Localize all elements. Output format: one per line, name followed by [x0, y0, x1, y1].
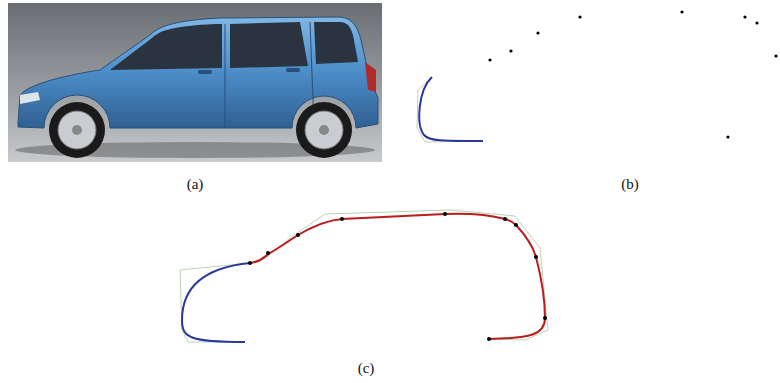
- control-polygon: [180, 263, 250, 342]
- knot-points: [248, 212, 547, 341]
- blue-curve: [182, 263, 250, 342]
- control-polygon: [250, 210, 548, 340]
- blue-curve: [419, 77, 483, 141]
- panel-label: (b): [621, 176, 639, 193]
- panel-label: (a): [187, 176, 204, 193]
- car-photo: [8, 3, 382, 162]
- red-curve: [250, 214, 545, 339]
- panel-label: (c): [358, 360, 375, 377]
- control-polygon: [417, 77, 483, 142]
- sample-points: [488, 10, 777, 138]
